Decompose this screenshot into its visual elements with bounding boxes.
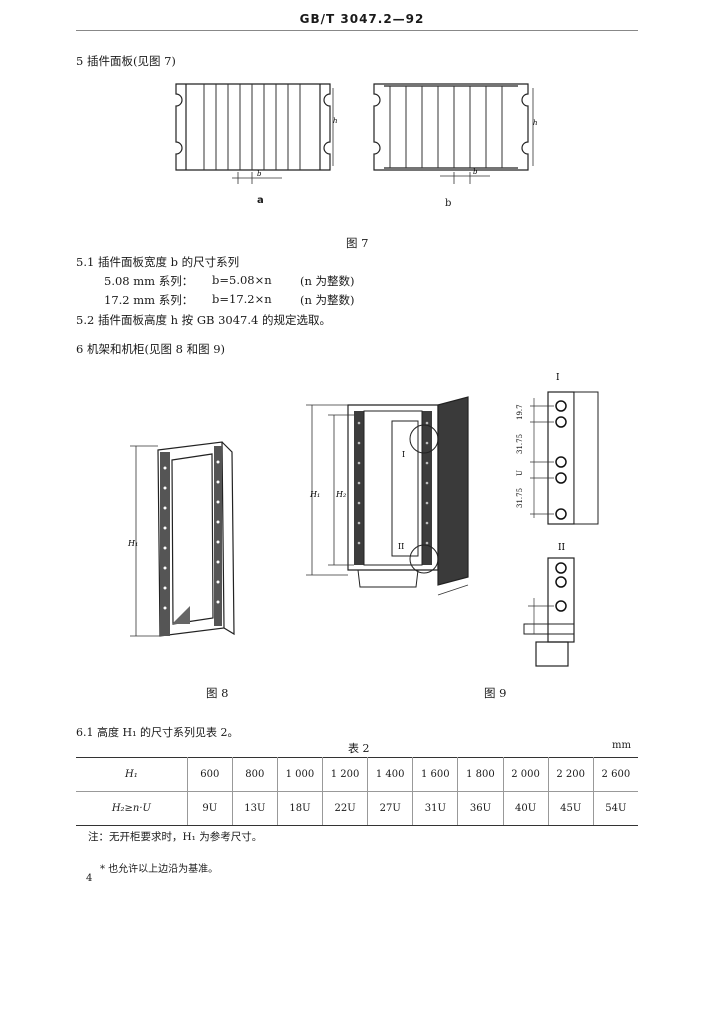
row2-header: H₂≥n·U <box>76 791 188 826</box>
section-5-1-row2-formula: b=17.2×n <box>212 292 272 306</box>
table-row: H₁ 600 800 1 000 1 200 1 400 1 600 1 800… <box>76 757 638 792</box>
section-5-title: 5 插件面板(见图 7) <box>76 54 176 68</box>
page-number: 4 <box>86 873 93 884</box>
dim-31-75-a: 31.75 <box>516 434 524 454</box>
fig7b-b-mark: b <box>473 168 478 176</box>
table-cell: 1 400 <box>367 757 414 792</box>
fig9-h2-label: H₂ <box>335 490 346 499</box>
table-cell: 27U <box>367 791 414 826</box>
table-row: H₂≥n·U 9U 13U 18U 22U 27U 31U 36U 40U 45… <box>76 791 638 826</box>
fig7-sub-b: b <box>445 198 452 209</box>
detail-I-label: I <box>556 373 560 383</box>
fig9-mark-I: I <box>402 450 405 459</box>
figure-9-cabinet: H₁ H₂ I II <box>306 396 469 596</box>
table-cell: 600 <box>187 757 233 792</box>
fig9-mark-II: II <box>398 542 404 551</box>
table-cell: 1 200 <box>322 757 369 792</box>
detail-II-label: II <box>558 543 566 553</box>
figure-7a-panel: b h <box>175 83 338 184</box>
figure-8-rack: H₁ <box>127 441 235 637</box>
table-cell: 9U <box>187 791 233 826</box>
fig8-h1-label: H₁ <box>127 539 138 548</box>
section-6-1-text: 6.1 高度 H₁ 的尺寸系列见表 2。 <box>76 726 239 739</box>
table-note: 注：无开柜要求时，H₁ 为参考尺寸。 <box>88 831 263 843</box>
table-cell: 36U <box>457 791 504 826</box>
table-cell: 31U <box>412 791 459 826</box>
section-5-1-row2-series: 17.2 mm 系列： <box>104 293 194 307</box>
table2-unit: mm <box>612 740 631 751</box>
figure-9-detail-I: I 19.7 31.75 U 31.75 <box>516 373 599 525</box>
section-5-1-title: 5.1 插件面板宽度 b 的尺寸系列 <box>76 255 240 269</box>
section-5-1-row1-note: (n 为整数) <box>300 274 355 288</box>
fig7-sub-a: a <box>257 195 264 206</box>
table2-title: 表 2 <box>348 742 370 755</box>
fig7a-b-mark: b <box>257 170 262 178</box>
section-6-title: 6 机架和机柜(见图 8 和图 9) <box>76 342 226 356</box>
table-cell: 2 600 <box>593 757 638 792</box>
table-cell: 18U <box>277 791 324 826</box>
table-cell: 54U <box>593 791 638 826</box>
dim-19-7: 19.7 <box>516 404 524 420</box>
table-cell: 800 <box>232 757 278 792</box>
figure-7b-panel: b h <box>373 83 538 184</box>
fig7a-h-mark: h <box>333 117 338 125</box>
header-rule <box>76 30 638 31</box>
table-2: H₁ 600 800 1 000 1 200 1 400 1 600 1 800… <box>76 757 638 826</box>
figure-9-detail-II: II <box>523 543 575 667</box>
section-5-2-text: 5.2 插件面板高度 h 按 GB 3047.4 的规定选取。 <box>76 313 332 327</box>
section-5-1-row1-series: 5.08 mm 系列： <box>104 274 194 288</box>
fig7b-h-mark: h <box>533 119 538 127</box>
dim-31-75-b: 31.75 <box>516 488 524 508</box>
row1-header: H₁ <box>76 757 188 792</box>
fig9-h1-label: H₁ <box>309 490 320 499</box>
dim-u: U <box>516 470 524 476</box>
fig8-caption: 图 8 <box>206 686 229 700</box>
footnote: * 也允许以上边沿为基准。 <box>100 864 219 875</box>
section-5-1-row1-formula: b=5.08×n <box>212 273 272 287</box>
page-header: GB/T 3047.2—92 <box>299 12 425 26</box>
table-cell: 1 800 <box>457 757 504 792</box>
table-cell: 1 600 <box>412 757 459 792</box>
table-cell: 22U <box>322 791 369 826</box>
fig9-caption: 图 9 <box>484 686 507 700</box>
fig7-caption: 图 7 <box>346 236 369 250</box>
table-cell: 2 000 <box>503 757 549 792</box>
table-cell: 1 000 <box>277 757 324 792</box>
table-cell: 40U <box>503 791 549 826</box>
table-cell: 13U <box>232 791 278 826</box>
table-cell: 45U <box>548 791 594 826</box>
section-5-1-row2-note: (n 为整数) <box>300 293 355 307</box>
table-cell: 2 200 <box>548 757 594 792</box>
